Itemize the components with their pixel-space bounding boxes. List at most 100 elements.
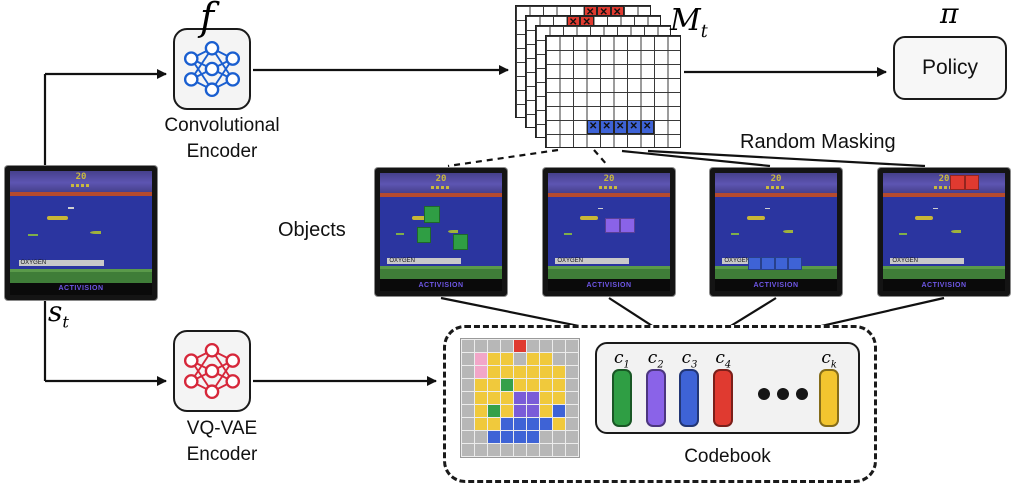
link-stack-to-screen3 [621,149,771,168]
policy-box: Policy [893,36,1007,100]
oxygen-bar: OXYGEN [555,257,629,264]
submarine-sprite [46,216,69,221]
code-cell [514,379,526,391]
sea-area [883,197,1005,256]
fish-sprite [395,232,405,236]
code-cell [462,379,474,391]
random-masking-label: Random Masking [740,131,896,153]
code-cell [462,418,474,430]
brand-strip: ACTIVISION [10,282,152,295]
seafloor [380,266,502,280]
divider-line [10,192,152,197]
seafloor [883,266,1005,280]
code-cell [553,366,565,378]
divider-line [715,193,837,198]
masked-object-block [774,256,789,270]
code-cell [540,444,552,456]
code-cell [527,418,539,430]
neural-network-icon [183,342,241,400]
code-cell [501,392,513,404]
code-cell [540,340,552,352]
feature-map-stack: ✕✕✕✕✕✕✕✕✕✕ [515,5,685,153]
code-cell [527,431,539,443]
code-cell [527,340,539,352]
masked-object-block [416,227,432,243]
submarine-sprite [579,215,599,220]
codebook-entry-bar [645,369,666,427]
codebook-entry-bar [819,369,840,427]
masked-object-block [423,206,440,223]
code-cell [475,366,487,378]
diver-sprite [598,207,603,210]
code-cell [501,353,513,365]
diver-sprite [68,207,74,210]
oxygen-strip: OXYGEN [548,255,670,267]
score-bar: 20 [548,173,670,194]
code-cell [527,353,539,365]
codebook-entry: c2 [643,350,669,427]
code-cell [475,392,487,404]
code-cell [501,431,513,443]
code-cell [553,379,565,391]
code-cell [514,366,526,378]
code-cell [488,340,500,352]
diver-sprite [933,207,938,210]
sea-area [715,197,837,256]
brand-strip: ACTIVISION [548,279,670,291]
fish-sprite [28,233,39,237]
masked-object-block [453,234,468,250]
game-score: 20 [770,174,782,184]
code-cell [501,379,513,391]
masked-cell-blue: ✕ [627,120,641,134]
code-cell [540,366,552,378]
code-cell [527,444,539,456]
code-cell [488,418,500,430]
masked-object-block [747,256,762,270]
code-cell [553,418,565,430]
fleet-icons [71,184,91,187]
code-cell [566,418,578,430]
oxygen-bar: OXYGEN [890,257,964,264]
neural-network-icon [183,40,241,98]
code-cell [566,353,578,365]
fish-sprite [89,230,101,234]
score-bar: 20 [715,173,837,194]
masked-object-block [964,175,980,190]
code-cell [462,405,474,417]
oxygen-label: OXYGEN [20,260,47,267]
codebook-entry-bar [611,369,632,427]
oxygen-strip: OXYGEN [380,255,502,267]
masked-object-block [619,217,635,234]
brand-text: ACTIVISION [921,281,967,289]
codebook-entry: c4 [710,350,736,427]
game-score: 20 [75,172,87,182]
ellipsis-dots [758,388,809,400]
conv-encoder-label: Convolutional Encoder [164,115,280,162]
game-screen: 20 OXYGEN ACTIVISION [380,173,502,291]
feature-map-label: Mt [670,3,708,42]
game-screen: 20 OXYGEN ACTIVISION [10,171,152,295]
codebook-entry: c3 [677,350,703,427]
submarine-sprite [746,215,766,220]
masked-cell-blue: ✕ [600,120,614,134]
code-cell [488,392,500,404]
code-cell [514,392,526,404]
code-cell [488,405,500,417]
codebook-entry-label: ck [821,348,837,371]
codebook-entry-label: c3 [681,348,698,371]
quantized-code-grid [460,338,580,458]
codebook-title: Codebook [684,446,771,467]
game-score: 20 [938,174,950,184]
codebook-entry-bar [679,369,700,427]
fleet-icons [599,186,619,189]
state-label: st [48,295,69,332]
game-screen: 20 OXYGEN ACTIVISION [548,173,670,291]
codebook-entry-label: c1 [614,348,630,371]
code-cell [462,353,474,365]
brand-text: ACTIVISION [418,281,464,289]
code-cell [501,366,513,378]
code-cell [553,353,565,365]
dashed-link-stack-to-screen2 [593,149,609,167]
dashed-link-stack-to-screen1 [447,148,559,168]
code-cell [475,340,487,352]
